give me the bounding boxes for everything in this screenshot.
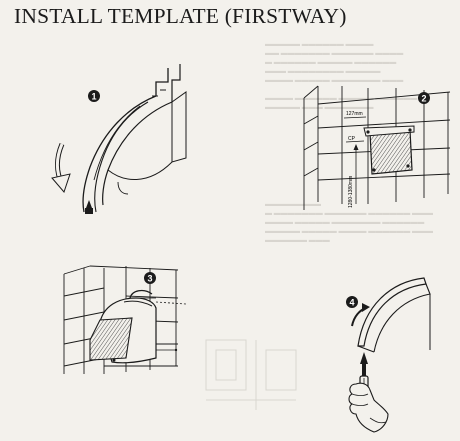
bleed-through-text-lower: ▬▬▬▬▬▬▬▬▬ ▬▬▬▬▬▬▬ ▬▬▬▬▬▬ ▬▬▬▬▬▬ ▬▬▬▬▬▬▬ …	[265, 200, 433, 244]
step-4-illustration: 4	[330, 272, 450, 438]
bleed-through-text: ▬▬▬▬▬ ▬▬▬▬▬▬ ▬▬▬▬▬▬ ▬▬▬▬▬▬▬ ▬▬▬▬▬▬ ▬▬▬▬▬…	[265, 40, 418, 111]
step-1-illustration: 1	[48, 62, 198, 227]
step-3-number: 3	[147, 274, 152, 284]
step-1-number: 1	[91, 92, 96, 102]
step-4-number: 4	[349, 298, 354, 308]
page-title: INSTALL TEMPLATE (FIRSTWAY)	[14, 4, 347, 28]
step-2-height-dim: 1280-1380mm	[348, 176, 354, 208]
step-3-illustration: 3	[60, 262, 190, 377]
step-2-illustration: 127mm CP 1280-1380mm 2	[300, 84, 452, 214]
bleed-through-schematic	[196, 330, 316, 430]
step-2-number: 2	[421, 94, 426, 104]
step-2-center-dim: CP	[348, 136, 356, 142]
step-2-width-dim: 127mm	[346, 111, 363, 117]
